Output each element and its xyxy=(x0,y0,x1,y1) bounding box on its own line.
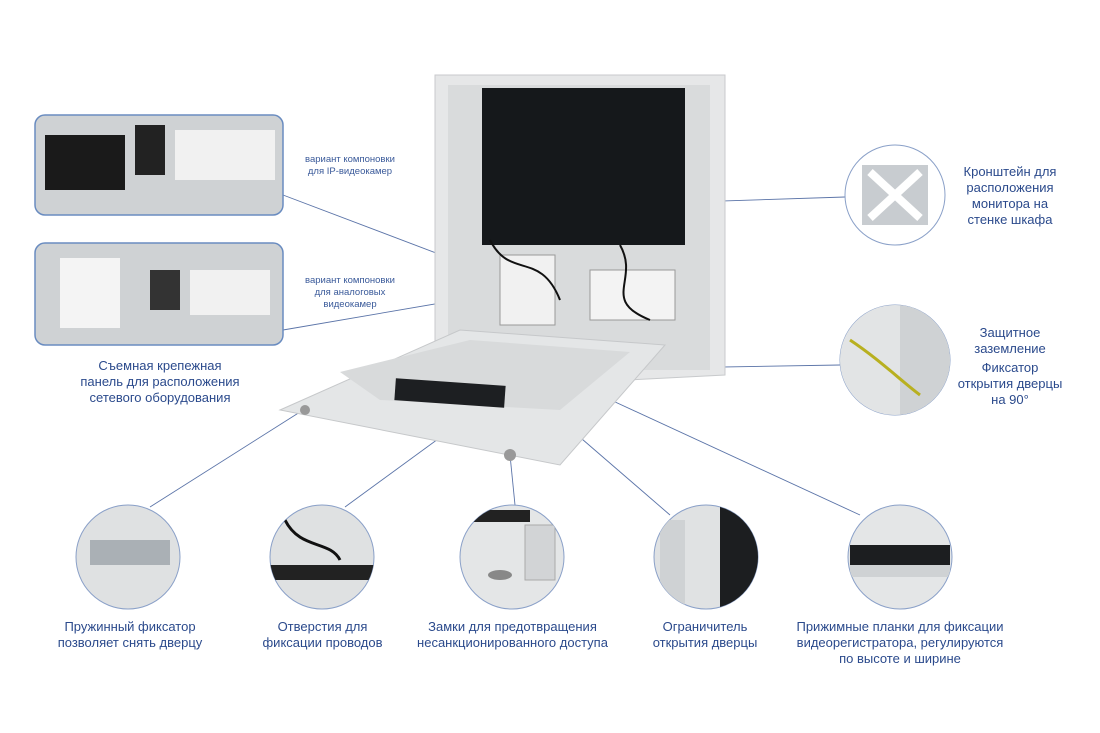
clamp-bars-inset xyxy=(847,504,953,610)
grounding-label: Защитное заземление xyxy=(974,325,1046,356)
analog-layout-photo xyxy=(34,242,284,346)
locks-label: Замки для предотвращения несанкционирова… xyxy=(417,619,608,650)
monitor-bracket-inset xyxy=(844,144,946,246)
cable-holes-inset xyxy=(269,504,375,610)
grounding-inset xyxy=(839,304,951,416)
cable-holes-label: Отверстия для фиксации проводов xyxy=(262,619,383,650)
spring-latch-label: Пружинный фиксатор позволяет снять дверц… xyxy=(57,619,203,650)
locks-inset xyxy=(459,504,565,610)
cabinet-illustration xyxy=(278,74,726,466)
monitor-bracket-label: Кронштейн для расположения монитора на с… xyxy=(963,164,1057,227)
analog-variant-label: вариант компоновки для аналоговых видеок… xyxy=(305,275,395,310)
door-limiter-inset xyxy=(653,504,759,610)
ip-variant-label: вариант компоновки для IP-видеокамер xyxy=(305,154,395,177)
door-lock-90-label: Фиксатор открытия дверцы на 90° xyxy=(957,360,1063,407)
door-limiter-label: Ограничитель открытия дверцы xyxy=(652,619,758,650)
ip-layout-photo xyxy=(34,114,284,216)
spring-latch-inset xyxy=(75,504,181,610)
monitor xyxy=(482,88,685,245)
clamp-bars-label: Прижимные планки для фиксации видеорегис… xyxy=(796,619,1004,666)
removable-panel-label: Съемная крепежная панель для расположени… xyxy=(80,358,240,405)
